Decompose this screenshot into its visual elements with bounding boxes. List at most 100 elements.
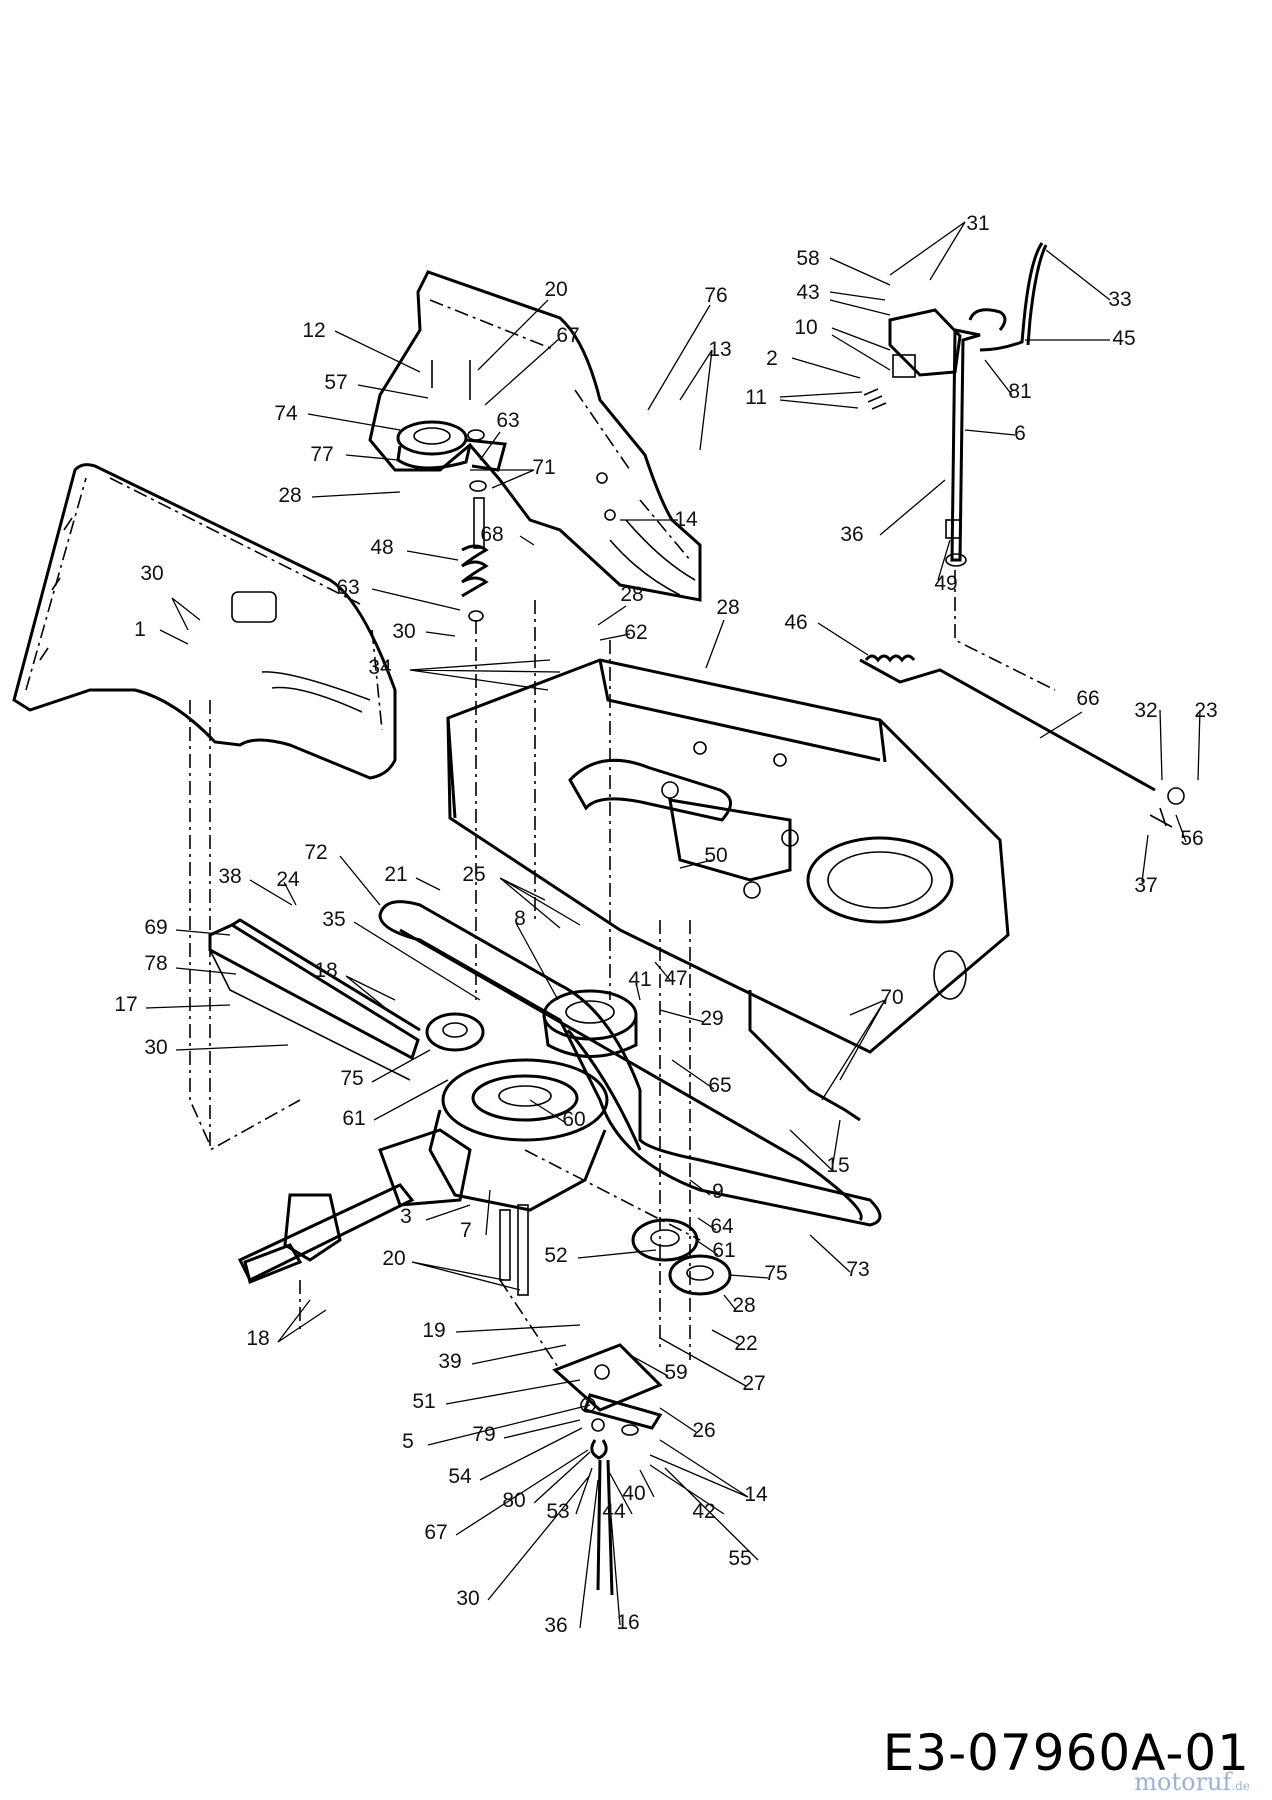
callout-c-45: 45 — [1112, 327, 1135, 350]
callout-c-68: 68 — [480, 523, 503, 546]
callout-c-28c: 28 — [716, 596, 739, 619]
callout-c-15: 15 — [826, 1154, 849, 1177]
callout-c-40: 40 — [622, 1482, 645, 1505]
callout-c-78: 78 — [144, 952, 167, 975]
callout-c-46: 46 — [784, 611, 807, 634]
callout-c-18a: 18 — [314, 959, 337, 982]
callout-c-66: 66 — [1076, 687, 1099, 710]
callout-c-47: 47 — [664, 967, 687, 990]
callout-c-51: 51 — [412, 1390, 435, 1413]
callout-c-62: 62 — [624, 621, 647, 644]
callout-c-18b: 18 — [246, 1327, 269, 1350]
callout-c-58: 58 — [796, 247, 819, 270]
callout-c-81: 81 — [1008, 380, 1031, 403]
callout-c-77: 77 — [310, 443, 333, 466]
callout-c-30c: 30 — [144, 1036, 167, 1059]
callout-c-7: 7 — [460, 1219, 472, 1242]
callout-c-14b: 14 — [744, 1483, 768, 1506]
watermark-logo: motoruf.de — [1134, 1768, 1250, 1796]
callout-c-22: 22 — [734, 1332, 757, 1355]
center-fender-panel — [368, 270, 702, 602]
callout-c-6: 6 — [1014, 422, 1026, 445]
callout-c-31: 31 — [966, 212, 989, 235]
callout-c-36a: 36 — [840, 523, 863, 546]
callout-c-65: 65 — [708, 1074, 731, 1097]
callout-c-49: 49 — [934, 572, 957, 595]
callout-c-61b: 61 — [712, 1239, 735, 1262]
callout-c-33: 33 — [1108, 288, 1131, 311]
callout-c-64: 64 — [710, 1215, 734, 1238]
callout-c-44: 44 — [602, 1500, 626, 1523]
callout-c-36b: 36 — [544, 1614, 567, 1637]
callout-c-79: 79 — [472, 1423, 495, 1446]
callout-c-72: 72 — [304, 841, 327, 864]
callout-c-2: 2 — [766, 347, 778, 370]
callout-c-39: 39 — [438, 1350, 461, 1373]
callout-c-27: 27 — [742, 1372, 765, 1395]
callout-c-23: 23 — [1194, 699, 1217, 722]
clutch-lever — [863, 242, 1048, 567]
callout-c-80: 80 — [502, 1489, 525, 1512]
callout-c-34: 34 — [368, 656, 392, 679]
callout-c-63b: 63 — [336, 576, 359, 599]
callout-c-8: 8 — [514, 907, 526, 930]
callout-c-26: 26 — [692, 1419, 715, 1442]
callout-c-28d: 28 — [732, 1294, 755, 1317]
callout-c-75b: 75 — [764, 1262, 787, 1285]
callout-c-61a: 61 — [342, 1107, 365, 1130]
callout-c-63a: 63 — [496, 409, 519, 432]
callout-c-57: 57 — [324, 371, 347, 394]
callout-c-74: 74 — [274, 402, 298, 425]
watermark-suffix: .de — [1231, 1779, 1250, 1793]
callout-c-43: 43 — [796, 281, 819, 304]
callout-c-75a: 75 — [340, 1067, 363, 1090]
callout-c-30b: 30 — [140, 562, 163, 585]
idler-pulley-bracket — [396, 360, 507, 622]
callout-c-28b: 28 — [620, 583, 643, 606]
alignment-lines — [189, 600, 701, 1371]
callout-c-53: 53 — [546, 1500, 569, 1523]
transaxle — [237, 1058, 609, 1296]
callout-c-30d: 30 — [456, 1587, 479, 1610]
callout-c-28a: 28 — [278, 484, 301, 507]
callout-c-52: 52 — [544, 1244, 567, 1267]
callout-c-70: 70 — [880, 986, 903, 1009]
callout-c-48: 48 — [370, 536, 393, 559]
engine-pulley — [542, 989, 638, 1058]
callout-c-55: 55 — [728, 1547, 751, 1570]
callout-c-38: 38 — [218, 865, 241, 888]
drawing-code: E3-07960A-01 — [882, 1724, 1250, 1782]
callout-c-20b: 20 — [382, 1247, 405, 1270]
callout-c-9: 9 — [712, 1180, 724, 1203]
drive-belts — [378, 900, 882, 1227]
callout-c-29: 29 — [700, 1007, 723, 1030]
callout-c-54: 54 — [448, 1465, 472, 1488]
cable — [748, 570, 1056, 1122]
callout-c-67a: 67 — [556, 324, 579, 347]
callout-c-50: 50 — [704, 844, 727, 867]
callout-c-60: 60 — [562, 1108, 585, 1131]
callout-c-16: 16 — [616, 1611, 639, 1634]
callout-c-13: 13 — [708, 338, 731, 361]
callout-c-42: 42 — [692, 1500, 715, 1523]
left-fender-panel — [12, 463, 397, 780]
callout-c-19: 19 — [422, 1319, 445, 1342]
callout-c-37: 37 — [1134, 874, 1157, 897]
callout-c-5: 5 — [402, 1430, 414, 1453]
leader-lines — [145, 221, 1201, 1629]
callout-c-76: 76 — [704, 284, 727, 307]
callout-c-71: 71 — [532, 456, 555, 479]
callout-c-59: 59 — [664, 1361, 687, 1384]
callout-c-20a: 20 — [544, 278, 567, 301]
callout-c-12: 12 — [302, 319, 325, 342]
callout-c-10: 10 — [794, 316, 817, 339]
callout-c-35: 35 — [322, 908, 345, 931]
callout-c-11: 11 — [745, 386, 767, 409]
callout-c-67b: 67 — [424, 1521, 447, 1544]
callout-c-21: 21 — [384, 863, 407, 886]
callout-c-32: 32 — [1134, 699, 1157, 722]
callout-c-56: 56 — [1180, 827, 1203, 850]
main-frame — [446, 658, 1010, 1054]
callout-c-14a: 14 — [674, 508, 698, 531]
